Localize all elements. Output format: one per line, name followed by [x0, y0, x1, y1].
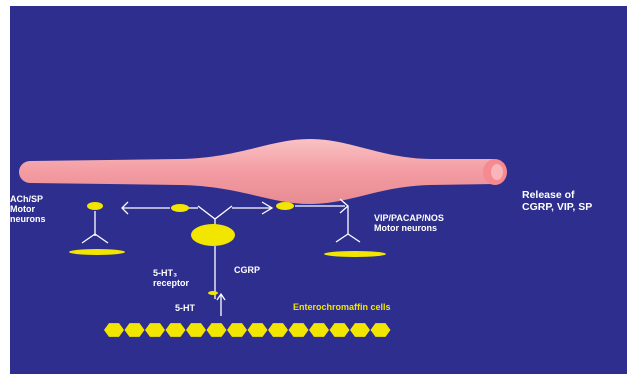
enterochromaffin-cell — [186, 323, 206, 337]
vip-pacap-nos-motor-neurons-label: VIP/PACAP/NOS Motor neurons — [374, 213, 444, 233]
enterochromaffin-cell — [227, 323, 247, 337]
enterochromaffin-cell — [289, 323, 309, 337]
central-tree-fork — [198, 206, 232, 219]
right-motor-neuron-fork — [336, 234, 360, 242]
enterochromaffin-cell — [125, 323, 145, 337]
enterochromaffin-cell — [166, 323, 186, 337]
right-muscle-target — [324, 251, 386, 257]
cgrp-label: CGRP — [234, 265, 260, 275]
5ht-label: 5-HT — [175, 303, 195, 313]
enterochromaffin-cell — [371, 323, 391, 337]
enterochromaffin-cells-row — [104, 323, 391, 337]
enterochromaffin-cell — [309, 323, 329, 337]
interneuron-soma-left — [171, 204, 189, 212]
receptor-terminal — [208, 291, 218, 295]
muscle-fiber-end-highlight — [491, 164, 503, 180]
enterochromaffin-cell — [268, 323, 288, 337]
enterochromaffin-cell — [145, 323, 165, 337]
muscle-fiber — [19, 139, 495, 204]
5ht3-receptor-label: 5-HT₃ receptor — [153, 268, 189, 288]
left-neuron-soma — [87, 202, 103, 210]
enterochromaffin-cells-label: Enterochromaffin cells — [293, 302, 391, 312]
ach-sp-motor-neurons-label: ACh/SP Motor neurons — [10, 194, 46, 224]
enterochromaffin-cell — [207, 323, 227, 337]
release-label: Release of CGRP, VIP, SP — [522, 189, 592, 213]
left-muscle-target — [69, 249, 125, 255]
interneuron-soma-right — [276, 202, 294, 210]
enterochromaffin-cell — [248, 323, 268, 337]
cgrp-neuron-soma — [191, 224, 235, 246]
slide-background: ACh/SP Motor neurons VIP/PACAP/NOS Motor… — [10, 6, 627, 374]
enterochromaffin-cell — [350, 323, 370, 337]
enterochromaffin-cell — [330, 323, 350, 337]
enterochromaffin-cell — [104, 323, 124, 337]
